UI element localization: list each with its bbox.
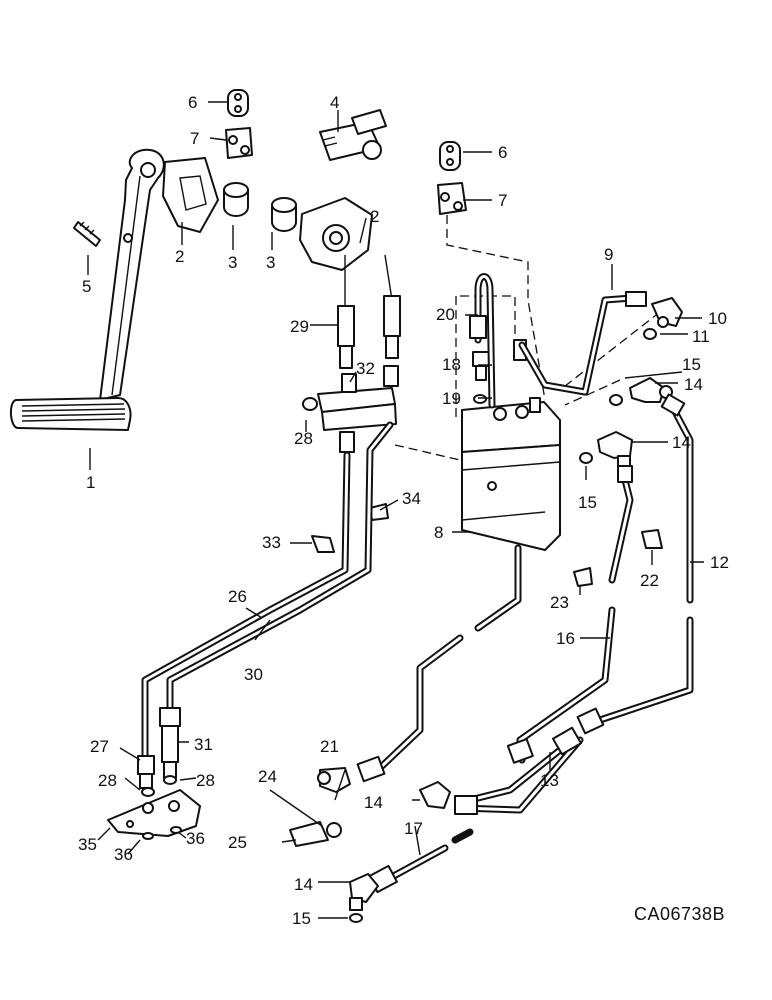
callout-34: 34 [402,489,421,508]
callout-36-right: 36 [186,829,205,848]
callout-30: 30 [244,665,263,684]
callout-25: 25 [228,833,247,852]
tube-cylinder-lower [356,544,522,783]
tube-13 [454,726,584,815]
callout-11: 11 [692,327,710,346]
leader-lines [87,101,704,919]
elbow-fitting-lower [349,873,379,911]
callout-19: 19 [442,389,461,408]
callout-14-lower-middle: 14 [364,793,383,812]
elbow-fitting-lower-middle [419,781,451,809]
clevis-upper-right [437,182,467,215]
callout-3-right: 3 [266,253,275,272]
callout-24: 24 [258,767,277,786]
washer-36-right [170,826,182,834]
washer-28-left [141,787,155,797]
cross-shaft [319,109,387,161]
clamp-23 [573,567,593,587]
link-upper-right [439,141,461,171]
fitting-31 [159,707,181,779]
callout-28-left: 28 [98,771,117,790]
drawing-code: CA06738B [634,904,725,924]
callout-14-middle: 14 [672,433,691,452]
callout-15-upper: 15 [682,355,701,374]
washer-middle-upper [609,394,623,406]
callout-23: 23 [550,593,569,612]
callout-27: 27 [90,737,109,756]
callout-33: 33 [262,533,281,552]
callout-13: 13 [540,771,559,790]
callout-1: 1 [86,473,95,492]
tube-upper-right [518,291,647,396]
callout-10: 10 [708,309,727,328]
callout-2-right: 2 [370,207,379,226]
tube-17 [368,828,474,894]
tube-30 [166,421,394,714]
washer-upper [643,328,657,340]
adjuster-bolt [73,221,101,247]
callout-36-left: 36 [114,845,133,864]
callout-7-right: 7 [498,191,507,210]
callout-29: 29 [290,317,309,336]
bushing-left [223,182,249,217]
callout-8: 8 [434,523,443,542]
clamp-bracket [289,821,342,847]
callout-16: 16 [556,629,575,648]
callout-15-middle: 15 [578,493,597,512]
fitting-27 [137,755,155,789]
master-cylinder [461,401,561,551]
clevis-upper-left [225,127,253,159]
tube-12 [576,393,694,735]
callout-20: 20 [436,305,455,324]
callout-labels: 1 2 2 3 3 4 5 6 6 7 7 8 9 10 11 12 13 14… [78,93,729,928]
callout-35: 35 [78,835,97,854]
callout-9: 9 [604,245,613,264]
callout-26: 26 [228,587,247,606]
washer-28-right [163,775,177,785]
callout-14-lower: 14 [294,875,313,894]
clutch-hoses [337,254,401,369]
callout-15-lower: 15 [292,909,311,928]
distribution-block [302,365,399,453]
reservoir-tubes [469,273,496,409]
callout-32: 32 [356,359,375,378]
link-upper-left [227,89,249,117]
callout-14-upper: 14 [684,375,703,394]
washer-middle [579,452,593,464]
callout-31: 31 [194,735,213,754]
bushing-right [271,197,297,232]
callout-3-left: 3 [228,253,237,272]
callout-17: 17 [404,819,423,838]
callout-28-right: 28 [196,771,215,790]
callout-6-left: 6 [188,93,197,112]
callout-4: 4 [330,93,339,112]
tube-26 [141,451,351,764]
callout-7-left: 7 [190,129,199,148]
washer-36-left [142,832,154,840]
clutch-pedal [10,148,165,431]
clamp-22 [641,529,663,549]
callout-18: 18 [442,355,461,374]
mounting-plate [107,789,201,837]
callout-6-right: 6 [498,143,507,162]
callout-28-upper: 28 [294,429,313,448]
callout-2-left: 2 [175,247,184,266]
tee-fitting [317,767,351,793]
clip-33 [311,535,335,553]
tube-16 [506,465,634,764]
washer-lower [349,913,363,923]
elbow-fitting-upper [651,297,683,328]
callout-22: 22 [640,571,659,590]
callout-21: 21 [320,737,339,756]
cylinder-fittings [472,339,541,413]
callout-12: 12 [710,553,729,572]
mounting-bracket-left [162,157,219,233]
mounting-bracket-right [299,197,373,271]
callout-5: 5 [82,277,91,296]
